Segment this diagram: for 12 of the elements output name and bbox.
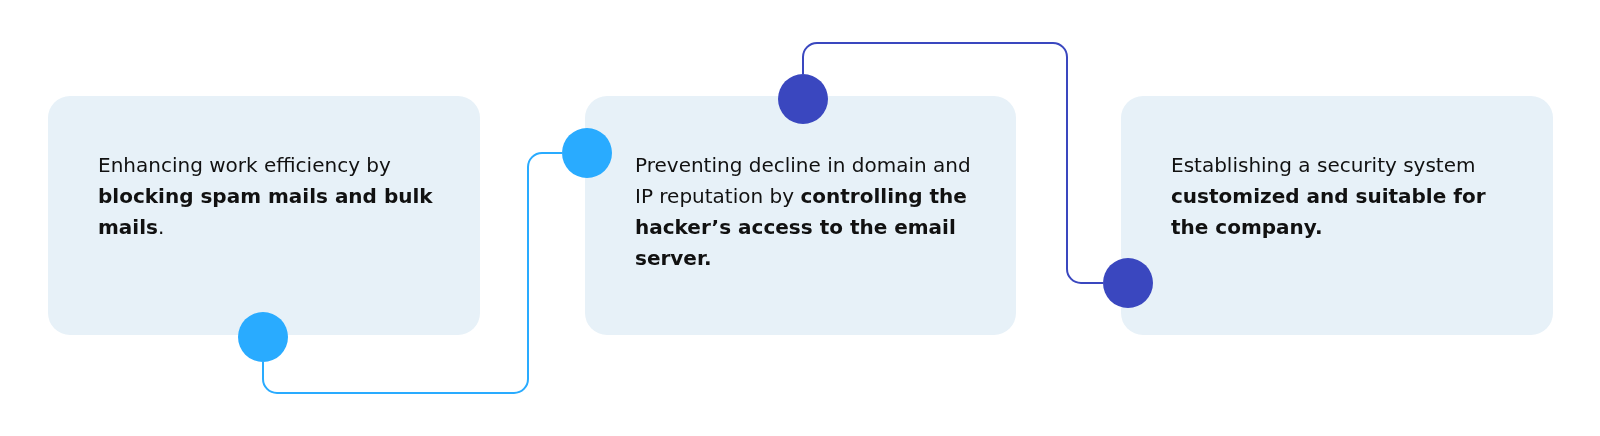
circle-marker (238, 312, 288, 362)
card-text: Enhancing work efficiency by blocking spam mails and bulk mails. (98, 152, 434, 241)
text-card (48, 96, 480, 335)
circle-marker (562, 128, 612, 178)
card-text: Preventing decline in domain and IP reputation by controlling the hacker’s access to the email server. (635, 152, 972, 272)
circle-marker (1103, 258, 1153, 308)
card-text: Establishing a security system customized and suitable for the company. (1171, 152, 1487, 241)
connector-line (802, 42, 1104, 284)
circle-marker (778, 74, 828, 124)
text-card (585, 96, 1016, 335)
text-card (1121, 96, 1553, 335)
connector-line (262, 152, 563, 394)
